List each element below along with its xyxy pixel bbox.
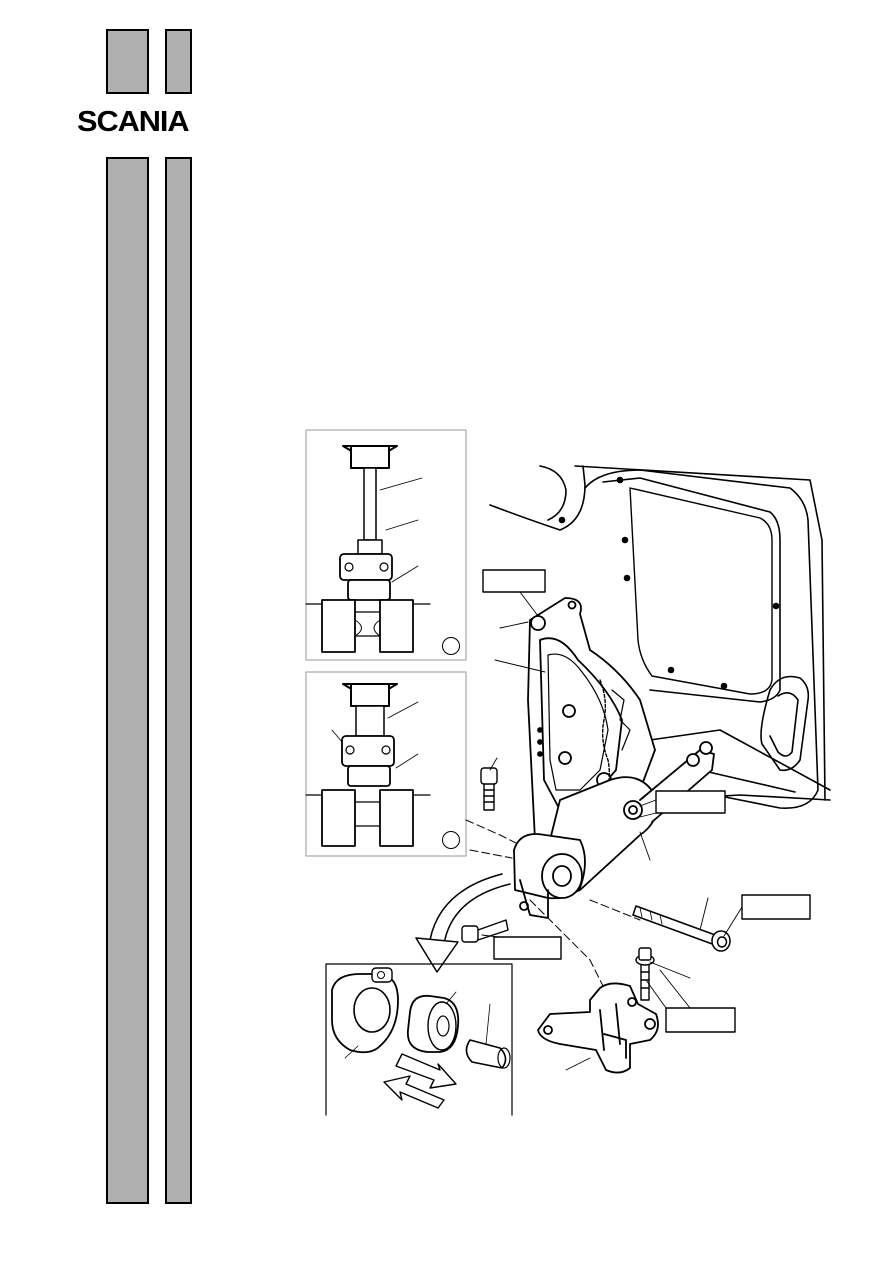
rotation-arrow <box>415 873 511 973</box>
frame-side-member <box>489 465 831 809</box>
flange-bolt <box>635 947 655 1001</box>
callout-box-2 <box>655 790 726 814</box>
inset-panel-press-in <box>305 671 467 857</box>
inset-exploded-bushing <box>325 963 513 1116</box>
leader-lines <box>481 591 743 1009</box>
screw-lower <box>461 919 509 943</box>
callout-box-4 <box>493 936 562 960</box>
margin-tab-long-right <box>165 157 192 1204</box>
callout-box-5 <box>665 1007 736 1033</box>
margin-tab-top-left <box>106 29 149 94</box>
inset-panel-press-out <box>305 429 467 661</box>
mount-base <box>537 982 659 1074</box>
margin-tab-long-left <box>106 157 149 1204</box>
callout-boxes <box>482 569 811 1033</box>
through-bolt <box>632 905 731 952</box>
screw-upper <box>480 767 498 811</box>
callout-box-1 <box>482 569 546 593</box>
callout-box-3 <box>741 894 811 920</box>
scania-logo: SCANIA <box>77 106 190 138</box>
margin-tab-top-right <box>165 29 192 94</box>
assembly-dashes <box>465 819 641 1001</box>
